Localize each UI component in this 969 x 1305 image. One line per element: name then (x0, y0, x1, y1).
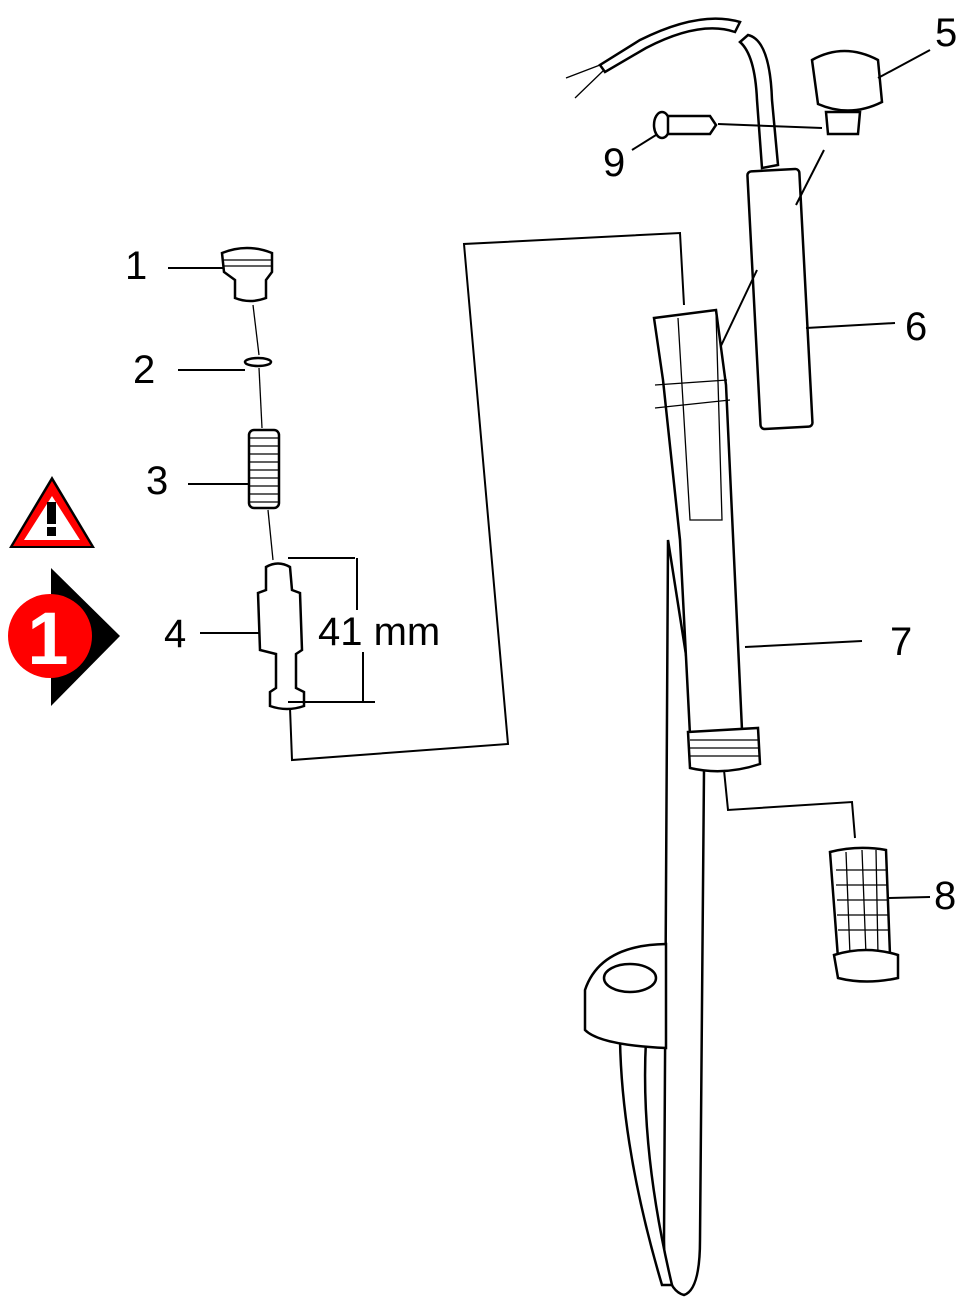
callout-8: 8 (934, 874, 956, 918)
callout-6: 6 (905, 305, 927, 349)
callout-4: 4 (164, 612, 186, 656)
callout-2: 2 (133, 348, 155, 392)
part-1-cap (220, 246, 274, 303)
callout-5: 5 (935, 11, 957, 55)
callout-1: 1 (125, 244, 147, 288)
part-3-spring (247, 428, 281, 510)
part-6-sensor (746, 167, 814, 431)
part-4-valve (256, 562, 306, 711)
warning-triangle-icon (9, 476, 95, 548)
callout-3: 3 (146, 459, 168, 503)
step-badge-icon: 1 (8, 568, 120, 706)
part-nut (583, 942, 668, 1050)
step-number: 1 (27, 597, 68, 680)
callout-9: 9 (603, 141, 625, 185)
part-9-screw (652, 110, 718, 140)
part-7-housing (652, 308, 762, 773)
callout-7: 7 (890, 620, 912, 664)
part-2-oring (243, 356, 273, 368)
dimension-label: 41 mm (318, 610, 440, 654)
part-5-connector (810, 49, 884, 136)
part-8-filter (828, 846, 900, 983)
